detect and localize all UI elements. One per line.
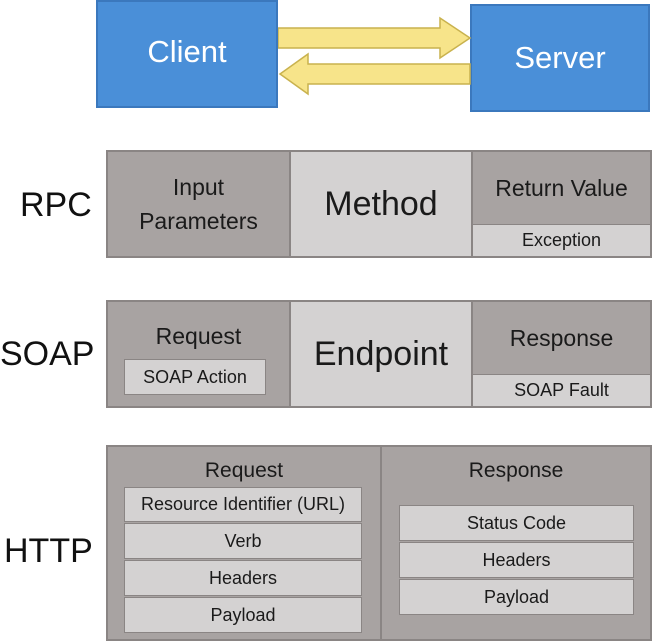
http-response-item: Headers — [399, 542, 634, 578]
soap-request: Request — [108, 316, 289, 356]
http-request-item: Payload — [124, 597, 362, 633]
rpc-method-label: Method — [324, 184, 438, 223]
soap-request-label: Request — [155, 323, 242, 349]
exchange-arrows — [278, 16, 472, 96]
http-response-item: Payload — [399, 579, 634, 615]
response-arrow-icon — [278, 52, 471, 96]
http-response-item-label: Headers — [482, 549, 551, 570]
http-response-item: Status Code — [399, 505, 634, 541]
soap-row: Request SOAP Action Endpoint Response SO… — [106, 300, 652, 408]
http-request-header: Request — [108, 455, 380, 487]
rpc-return-value: Return Value — [473, 152, 650, 224]
http-response-list: Status Code Headers Payload — [399, 505, 634, 615]
http-request-item: Headers — [124, 560, 362, 596]
soap-response: Response — [473, 302, 650, 374]
server-label: Server — [514, 40, 606, 75]
request-arrow-icon — [278, 16, 472, 60]
http-request-item-label: Headers — [208, 567, 278, 588]
http-response-label: Response — [468, 459, 564, 482]
rpc-method: Method — [291, 152, 471, 256]
http-response-item-label: Status Code — [466, 512, 567, 533]
soap-row-label: SOAP — [0, 334, 95, 373]
http-request-item-label: Payload — [210, 604, 276, 625]
rpc-input-line1: Input — [172, 174, 225, 200]
soap-endpoint: Endpoint — [291, 302, 471, 406]
http-response-header: Response — [382, 455, 650, 487]
rpc-return-value-label: Return Value — [495, 175, 628, 201]
soap-fault-label: SOAP Fault — [514, 380, 609, 400]
http-request-item: Verb — [124, 523, 362, 559]
rpc-row: Input Parameters Method Return Value Exc… — [106, 150, 652, 258]
http-request-item-label: Verb — [224, 530, 262, 551]
rpc-input-parameters: Input Parameters — [108, 152, 289, 256]
http-request-label: Request — [204, 459, 284, 482]
http-row-label: HTTP — [4, 531, 93, 570]
client-label: Client — [147, 34, 227, 69]
soap-response-label: Response — [509, 325, 614, 351]
http-request-item-label: Resource Identifier (URL) — [140, 494, 346, 514]
http-request-list: Resource Identifier (URL) Verb Headers P… — [124, 487, 362, 633]
soap-action: SOAP Action — [124, 359, 266, 395]
soap-action-label: SOAP Action — [143, 366, 247, 387]
http-row: Request Resource Identifier (URL) Verb H… — [106, 445, 652, 641]
soap-endpoint-label: Endpoint — [313, 334, 449, 373]
http-response-item-label: Payload — [483, 586, 550, 607]
rpc-input-line2: Parameters — [139, 208, 258, 234]
http-request-item: Resource Identifier (URL) — [124, 487, 362, 522]
server-box: Server — [470, 4, 650, 112]
soap-fault: SOAP Fault — [473, 374, 650, 406]
rpc-exception: Exception — [473, 224, 650, 256]
rpc-row-label: RPC — [20, 185, 92, 224]
client-box: Client — [96, 0, 278, 108]
rpc-exception-label: Exception — [521, 230, 602, 250]
